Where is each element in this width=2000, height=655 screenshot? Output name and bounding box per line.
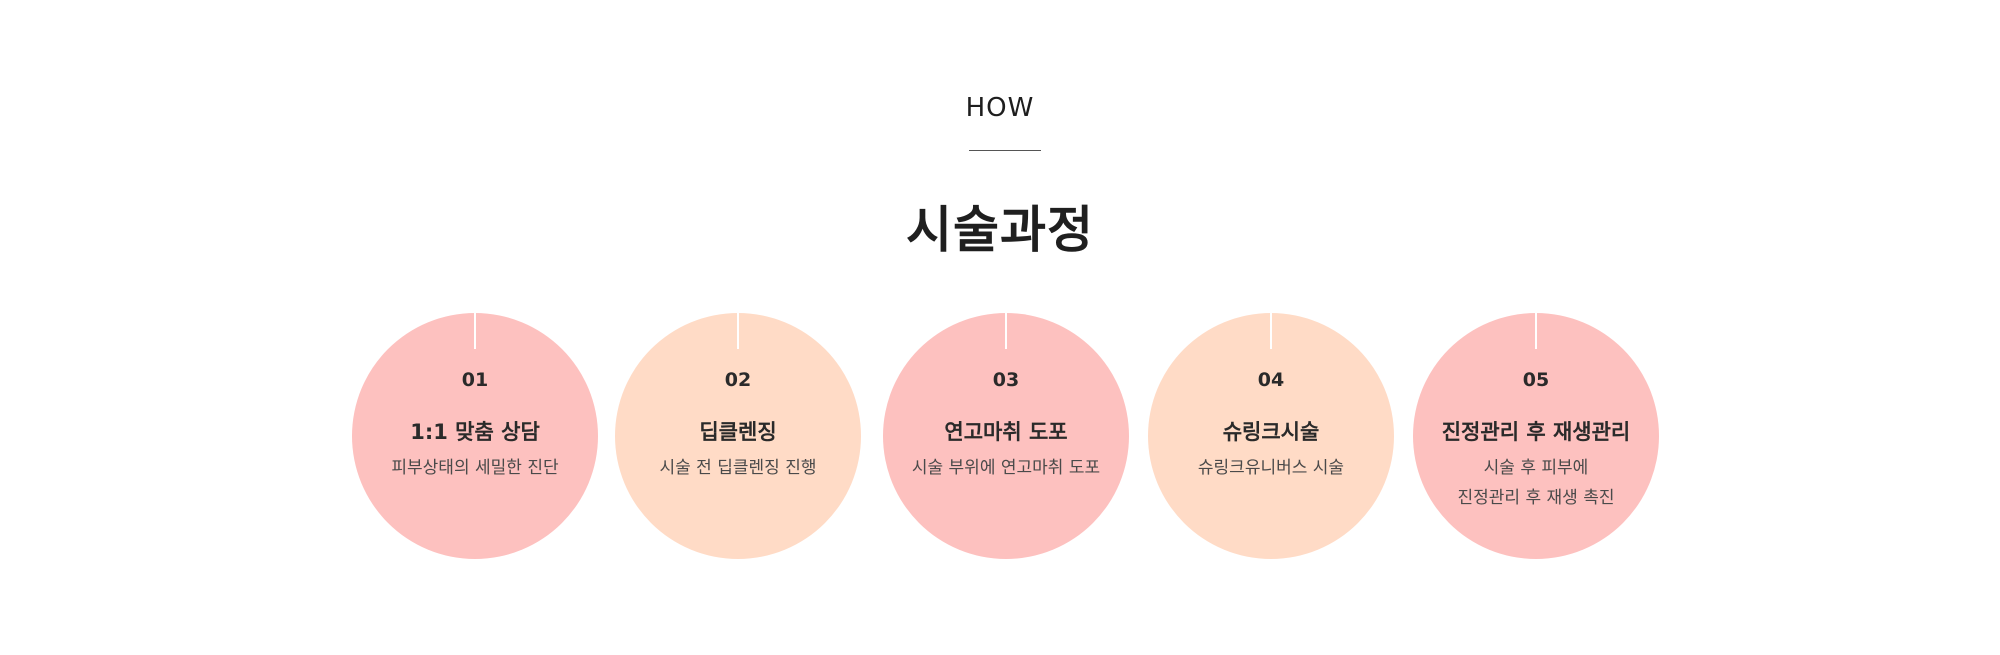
process-steps: 01 1:1 맞춤 상담 피부상태의 세밀한 진단 02 딥클렌징 시술 전 딥… <box>0 313 2000 563</box>
step-number: 04 <box>1257 369 1285 391</box>
step-description-line: 진정관리 후 재생 촉진 <box>1457 488 1615 508</box>
step-title: 딥클렌징 <box>699 420 777 444</box>
section-eyebrow: HOW <box>965 93 1035 123</box>
step-number: 05 <box>1522 369 1550 391</box>
step-title: 슈링크시술 <box>1222 420 1320 444</box>
step-tick <box>1535 313 1537 349</box>
step-01: 01 1:1 맞춤 상담 피부상태의 세밀한 진단 <box>352 313 598 559</box>
step-tick <box>1270 313 1272 349</box>
section-title: 시술과정 <box>906 201 1094 259</box>
step-05: 05 진정관리 후 재생관리 시술 후 피부에 진정관리 후 재생 촉진 <box>1413 313 1659 559</box>
step-tick <box>1005 313 1007 349</box>
step-title: 진정관리 후 재생관리 <box>1441 420 1631 444</box>
step-title: 1:1 맞춤 상담 <box>410 420 540 444</box>
step-description: 슈링크유니버스 시술 <box>1148 453 1394 483</box>
step-description: 피부상태의 세밀한 진단 <box>352 453 598 483</box>
step-description-line: 시술 부위에 연고마취 도포 <box>911 458 1101 478</box>
title-divider <box>969 150 1041 151</box>
step-description-line: 피부상태의 세밀한 진단 <box>391 458 559 478</box>
step-description-line: 시술 후 피부에 <box>1483 458 1589 478</box>
step-description-line: 슈링크유니버스 시술 <box>1197 458 1345 478</box>
step-description-line: 시술 전 딥클렌징 진행 <box>659 458 817 478</box>
step-description: 시술 후 피부에 진정관리 후 재생 촉진 <box>1413 453 1659 513</box>
step-02: 02 딥클렌징 시술 전 딥클렌징 진행 <box>615 313 861 559</box>
step-title: 연고마취 도포 <box>944 420 1068 444</box>
step-number: 01 <box>461 369 489 391</box>
step-description: 시술 부위에 연고마취 도포 <box>883 453 1129 483</box>
step-number: 03 <box>992 369 1020 391</box>
step-tick <box>737 313 739 349</box>
step-description: 시술 전 딥클렌징 진행 <box>615 453 861 483</box>
step-tick <box>474 313 476 349</box>
step-03: 03 연고마취 도포 시술 부위에 연고마취 도포 <box>883 313 1129 559</box>
step-04: 04 슈링크시술 슈링크유니버스 시술 <box>1148 313 1394 559</box>
step-number: 02 <box>724 369 752 391</box>
